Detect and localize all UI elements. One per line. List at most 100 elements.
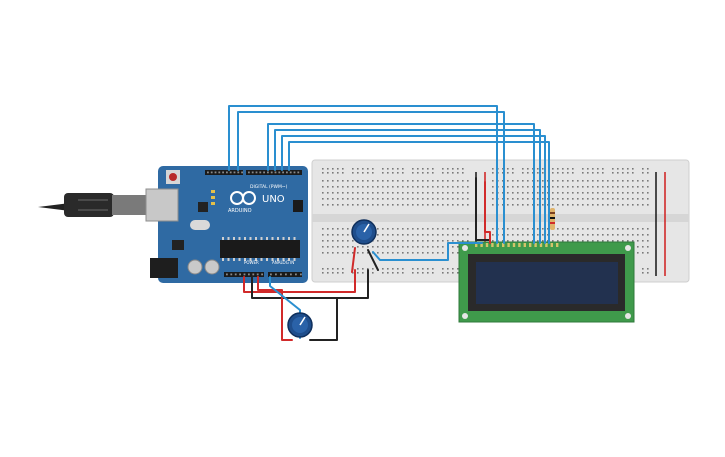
breadboard-hole — [447, 180, 449, 182]
header-pin — [270, 171, 273, 174]
header-pin — [226, 273, 228, 276]
breadboard-hole — [332, 186, 334, 188]
rail-hole — [392, 168, 394, 170]
rail-hole — [402, 168, 404, 170]
breadboard-hole — [407, 246, 409, 248]
breadboard-hole — [342, 186, 344, 188]
usb-plug-icon — [64, 193, 114, 217]
arduino-uno[interactable]: ARDUINO UNO DIGITAL (PWM~) POWER ANALOG … — [145, 166, 308, 283]
wire-blue[interactable] — [288, 141, 550, 244]
wire-blue[interactable] — [274, 129, 541, 244]
breadboard-hole — [522, 204, 524, 206]
rail-hole — [332, 272, 334, 274]
breadboard-hole — [322, 204, 324, 206]
breadboard-hole — [352, 204, 354, 206]
wire-red[interactable] — [243, 269, 356, 293]
breadboard-hole — [352, 192, 354, 194]
breadboard-hole — [562, 204, 564, 206]
chip-pin — [266, 258, 268, 261]
breadboard-hole — [417, 198, 419, 200]
breadboard-hole — [372, 246, 374, 248]
usb-connector — [112, 195, 146, 215]
rail-hole — [457, 172, 459, 174]
breadboard-hole — [352, 252, 354, 254]
wire-red[interactable] — [257, 276, 293, 341]
header-pin — [222, 171, 224, 174]
header-pin — [207, 171, 209, 174]
breadboard-hole — [537, 228, 539, 230]
breadboard-hole — [397, 204, 399, 206]
breadboard-hole — [392, 252, 394, 254]
wire-black[interactable] — [309, 297, 338, 341]
breadboard-hole — [427, 252, 429, 254]
breadboard-hole — [552, 180, 554, 182]
breadboard-hole — [372, 198, 374, 200]
resistor[interactable] — [550, 208, 555, 230]
wire-blue[interactable] — [237, 111, 505, 244]
breadboard-hole — [422, 198, 424, 200]
potentiometer-contrast[interactable] — [351, 219, 377, 245]
wire-red[interactable] — [484, 181, 491, 244]
header-pin — [241, 171, 243, 174]
wire-blue[interactable] — [267, 123, 535, 244]
breadboard-hole — [637, 198, 639, 200]
rail-hole — [397, 172, 399, 174]
breadboard-hole — [422, 228, 424, 230]
breadboard-hole — [632, 186, 634, 188]
power-header-label: POWER — [244, 260, 259, 265]
breadboard-hole — [642, 192, 644, 194]
breadboard-hole — [502, 180, 504, 182]
lcd-16x2[interactable] — [458, 241, 635, 323]
wire-blue[interactable] — [372, 242, 483, 261]
breadboard-hole — [417, 240, 419, 242]
header-pin — [278, 171, 281, 174]
wire-black[interactable] — [475, 177, 491, 241]
breadboard-hole — [577, 204, 579, 206]
wire-red[interactable] — [351, 247, 356, 273]
breadboard-hole — [522, 186, 524, 188]
breadboard-hole — [362, 192, 364, 194]
rail-hole — [612, 168, 614, 170]
breadboard-hole — [372, 204, 374, 206]
header-pin — [248, 171, 250, 174]
rail-hole — [442, 268, 444, 270]
breadboard-hole — [387, 228, 389, 230]
wire-black[interactable] — [251, 269, 369, 299]
rail-hole — [447, 272, 449, 274]
rail-hole — [322, 268, 324, 270]
breadboard-hole — [337, 204, 339, 206]
rail-hole — [357, 168, 359, 170]
wire-blue[interactable] — [281, 135, 546, 244]
breadboard-hole — [337, 192, 339, 194]
rail-hole — [532, 172, 534, 174]
atmega-chip — [220, 240, 300, 258]
breadboard-hole — [417, 180, 419, 182]
breadboard-hole — [627, 240, 629, 242]
rail-hole — [362, 172, 364, 174]
breadboard-hole — [627, 198, 629, 200]
breadboard-hole — [507, 180, 509, 182]
wire-blue[interactable] — [228, 105, 498, 244]
breadboard-hole — [427, 246, 429, 248]
rail-hole — [647, 268, 649, 270]
breadboard-hole — [532, 240, 534, 242]
breadboard-hole — [587, 180, 589, 182]
rail-hole — [402, 272, 404, 274]
lcd-pin — [556, 243, 559, 247]
breadboard-hole — [407, 228, 409, 230]
breadboard-hole — [442, 186, 444, 188]
wire-black[interactable] — [367, 249, 379, 271]
potentiometer-input[interactable] — [287, 312, 313, 338]
breadboard-hole — [607, 204, 609, 206]
breadboard-hole — [522, 240, 524, 242]
chip-pin — [282, 258, 285, 261]
breadboard-hole — [347, 240, 349, 242]
breadboard-hole — [422, 192, 424, 194]
breadboard-hole — [602, 186, 604, 188]
breadboard-hole — [547, 192, 549, 194]
breadboard-hole — [582, 240, 584, 242]
breadboard-hole — [422, 180, 424, 182]
rail-hole — [537, 168, 539, 170]
header-pin — [259, 171, 262, 174]
breadboard-hole — [622, 180, 624, 182]
